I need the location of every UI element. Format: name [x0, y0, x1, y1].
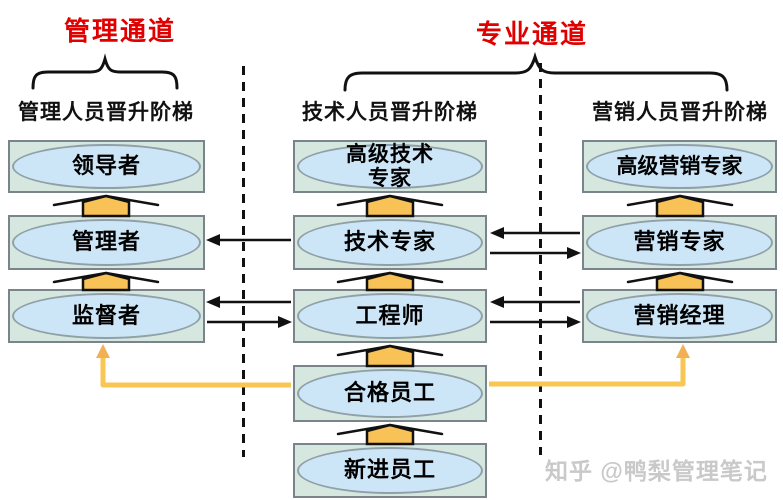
new-employee-ellipse — [297, 447, 483, 494]
level-box-qualified-employee: 合格员工 — [293, 365, 487, 422]
marketing-ladder-header: 营销人员晋升阶梯 — [592, 101, 768, 124]
level-box-marketing-expert: 营销专家 — [582, 215, 777, 270]
level-box-senior-tech-expert: 高级技术 专家 — [293, 140, 487, 193]
level-box-leader: 领导者 — [8, 140, 205, 193]
crossover-path-left — [96, 344, 291, 388]
management-ladder-header: 管理人员晋升阶梯 — [18, 101, 194, 124]
level-box-tech-expert: 技术专家 — [293, 215, 487, 270]
tech-expert-ellipse — [297, 219, 483, 266]
level-box-new-employee: 新进员工 — [293, 443, 487, 498]
professional-channel-brace — [343, 51, 729, 92]
watermark: 知乎 @鸭梨管理笔记 — [545, 458, 768, 484]
level-box-engineer: 工程师 — [293, 289, 487, 343]
supervisor-label: 监督者 — [71, 302, 141, 328]
manager-ellipse — [12, 219, 201, 266]
level-box-senior-marketing-expert: 高级营销专家 — [582, 140, 777, 193]
crossover-path-right — [489, 344, 690, 387]
tech-expert-label: 技术专家 — [343, 229, 436, 255]
marketing-manager-ellipse — [586, 293, 773, 339]
engineer-label: 工程师 — [355, 302, 425, 328]
professional-channel-title: 专业通道 — [475, 19, 589, 49]
marketing-manager-label: 营销经理 — [633, 302, 726, 328]
technical-ladder-header: 技术人员晋升阶梯 — [302, 101, 478, 124]
level-box-supervisor: 监督者 — [8, 289, 205, 343]
leader-label: 领导者 — [71, 153, 141, 179]
qualified-employee-ellipse — [297, 369, 483, 418]
management-channel-brace — [31, 53, 179, 90]
new-employee-label: 新进员工 — [343, 457, 436, 483]
senior-tech-expert-ellipse — [297, 144, 483, 189]
marketing-expert-ellipse — [586, 219, 773, 266]
qualified-employee-label: 合格员工 — [343, 380, 436, 406]
leader-ellipse — [12, 144, 201, 189]
manager-label: 管理者 — [71, 229, 141, 255]
senior-marketing-expert-label: 高级营销专家 — [616, 154, 743, 178]
senior-marketing-expert-ellipse — [586, 144, 773, 189]
marketing-expert-label: 营销专家 — [633, 229, 726, 255]
supervisor-ellipse — [12, 293, 201, 339]
engineer-ellipse — [297, 293, 483, 339]
level-box-marketing-manager: 营销经理 — [582, 289, 777, 343]
level-box-manager: 管理者 — [8, 215, 205, 270]
management-channel-title: 管理通道 — [63, 16, 177, 46]
senior-tech-expert-label: 高级技术 专家 — [346, 142, 434, 190]
